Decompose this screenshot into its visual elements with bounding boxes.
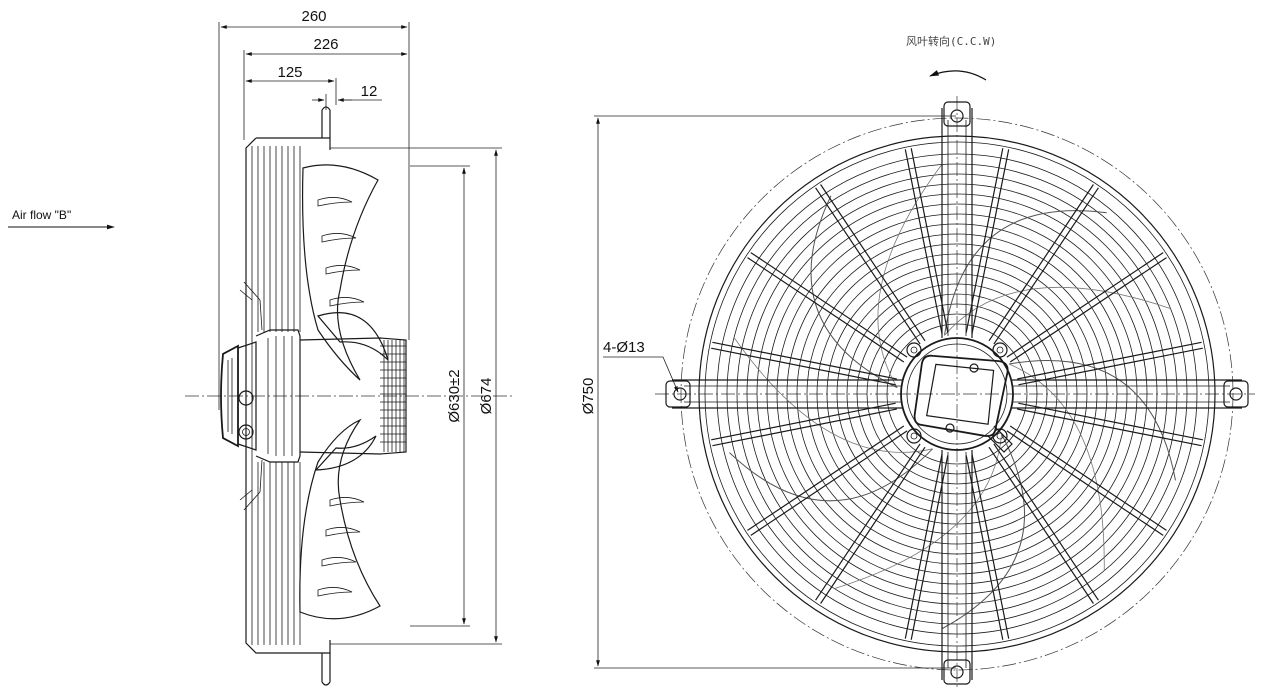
- guard-rings: [716, 153, 1198, 635]
- dimension-260: 260: [218, 8, 410, 410]
- dim-label-226: 226: [313, 36, 338, 53]
- dim-label-750: Ø750: [580, 378, 597, 415]
- dimension-diameter-750: Ø750: [580, 115, 956, 669]
- dimension-226: 226: [243, 36, 408, 140]
- airflow-indicator: Air flow "B": [8, 208, 115, 230]
- mounting-holes-callout: 4-Ø13: [603, 339, 679, 393]
- mounting-hole-bottom: [950, 665, 964, 679]
- fan-blades-side: [299, 164, 389, 620]
- dimension-diameter-630: Ø630±2: [410, 165, 470, 627]
- airflow-label: Air flow "B": [12, 208, 71, 222]
- guard-profile: [239, 106, 331, 686]
- rotation-indicator: 风叶转向(C.C.W): [906, 34, 996, 81]
- mounting-hole-top: [950, 109, 964, 123]
- dim-label-630: Ø630±2: [446, 369, 463, 422]
- mounting-hole-right: [1229, 387, 1243, 401]
- front-view: 风叶转向(C.C.W) Ø750 4-Ø13: [580, 34, 1255, 690]
- guard-spokes: [711, 148, 1203, 640]
- dimension-diameter-674: Ø674: [330, 147, 502, 645]
- rotation-label: 风叶转向(C.C.W): [906, 34, 996, 48]
- mounting-arms: [665, 101, 1249, 685]
- holes-label: 4-Ø13: [603, 339, 645, 356]
- dim-label-260: 260: [301, 8, 326, 25]
- dim-label-125: 125: [277, 64, 302, 81]
- side-view: 260 226 125 12 Ø630±2: [8, 8, 512, 686]
- motor-hub-front: [900, 337, 1014, 453]
- dim-label-674: Ø674: [478, 378, 495, 415]
- mounting-hole-left: [673, 387, 687, 401]
- dim-label-12: 12: [361, 83, 378, 100]
- dimension-12: 12: [312, 83, 382, 110]
- dimension-125: 125: [245, 64, 337, 105]
